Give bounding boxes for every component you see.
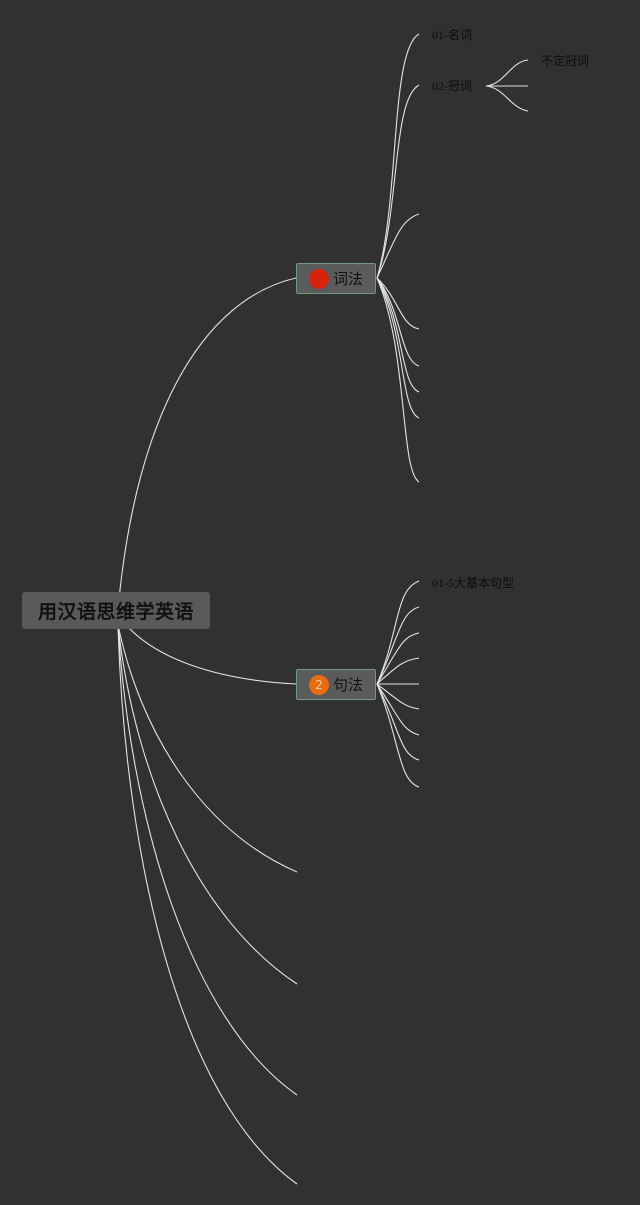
connector-cifa-c5 [376,277,420,367]
connector-cifa-c3 [376,213,420,279]
connector-jufa-s9 [376,683,420,788]
connector-jufa-s6 [376,683,420,710]
priority-1-icon [309,268,329,289]
branch-topic-label: 词法 [333,270,364,288]
connector-cifa-noun [376,33,420,279]
connector-cifa-c8 [376,277,420,483]
subtopic-article[interactable]: 02-冠词 [432,79,472,93]
connector-root-empty-3 [117,624,298,1096]
connector-cifa-c6 [376,277,420,393]
subtopic-indefinite-article[interactable]: 不定冠词 [541,54,590,68]
branch-topic-cifa[interactable]: 词法 [296,263,376,294]
branch-topic-jufa[interactable]: 2 句法 [296,669,376,700]
subtopic-basic-sentence-patterns[interactable]: 01-5大基本句型 [432,576,514,590]
priority-2-icon: 2 [309,674,329,695]
root-topic-label: 用汉语思维学英语 [37,601,194,623]
connector-root-cifa [117,277,297,611]
connector-article-g3 [485,85,529,112]
connector-root-jufa [117,614,297,685]
connector-root-empty-2 [117,624,298,985]
connector-jufa-s4 [376,657,420,685]
connector-cifa-c4 [376,277,420,330]
connector-cifa-c7 [376,277,420,419]
connector-jufa-s3 [376,632,420,685]
root-topic[interactable]: 用汉语思维学英语 [22,592,210,629]
connector-root-empty-4 [117,624,298,1185]
connector-article-indef [485,59,529,87]
connector-jufa-s1 [376,580,420,685]
branch-topic-label: 句法 [333,676,364,694]
connector-cifa-article [376,84,420,279]
connector-jufa-s8 [376,683,420,761]
connector-jufa-s2 [376,606,420,685]
connector-root-empty-1 [117,624,298,873]
subtopic-noun[interactable]: 01-名词 [432,28,472,42]
connector-jufa-s7 [376,683,420,736]
